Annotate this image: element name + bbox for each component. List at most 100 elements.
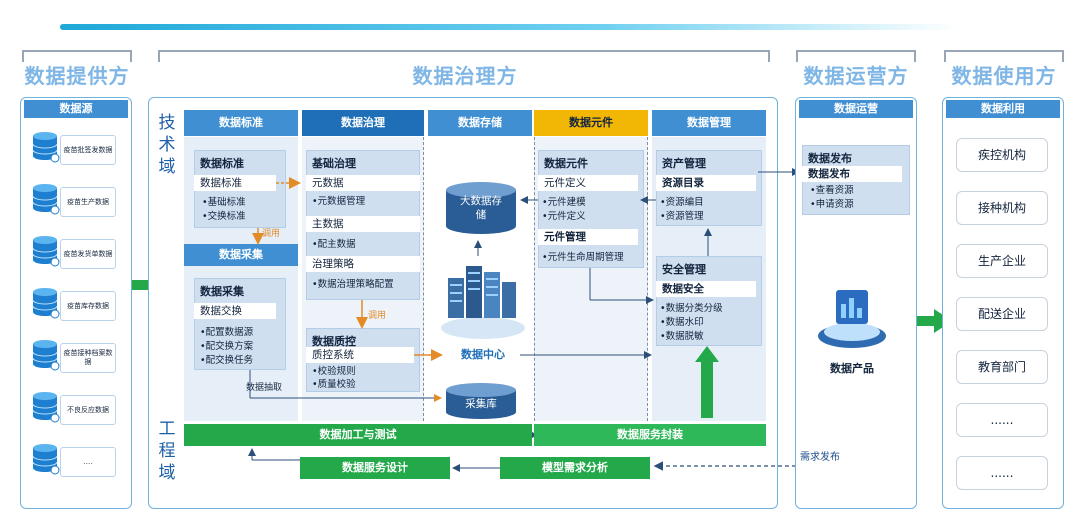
source-label: .... [60, 447, 116, 477]
element-card [538, 150, 644, 268]
datacenter-label: 数据中心 [461, 348, 505, 361]
user-item: 生产企业 [956, 244, 1048, 278]
bigdata-label: 大数据存储 [460, 195, 502, 221]
database-icon [32, 392, 60, 423]
source-item: 疫苗生产数据 [30, 182, 118, 217]
provider-header: 数据源 [24, 100, 128, 118]
element-def: 元件定义 [538, 175, 638, 191]
govern-policy-item: •数据治理策略配置 [312, 279, 394, 290]
asset-title: 资产管理 [662, 157, 706, 170]
source-item: 疫苗批签发数据 [30, 130, 118, 165]
operation-to-user-arrow [894, 309, 952, 333]
element-mgmt: 元件管理 [538, 229, 638, 245]
source-label: 疫苗发货单数据 [60, 239, 116, 269]
publish-item-0: •查看资源 [810, 185, 854, 196]
col-standard-header: 数据标准 [184, 110, 298, 136]
eng-domain-label: 工程域 [158, 419, 176, 483]
govern-title: 基础治理 [312, 157, 356, 170]
collect-header: 数据采集 [184, 244, 298, 266]
source-label: 疫苗库存数据 [60, 291, 116, 321]
publish-title: 数据发布 [808, 152, 852, 165]
govern-policy: 治理策略 [306, 256, 420, 272]
source-item: 疫苗库存数据 [30, 286, 118, 321]
user-item: ...... [956, 403, 1048, 437]
publish-item-1: •申请资源 [810, 199, 854, 210]
collect-db-label: 采集库 [465, 398, 497, 410]
col-management-header: 数据管理 [652, 110, 766, 136]
standard-item-0: •基础标准 [202, 197, 246, 208]
col-governance-header: 数据治理 [302, 110, 424, 136]
user-item: 疾控机构 [956, 138, 1048, 172]
security-item-0: •数据分类分级 [660, 303, 723, 314]
database-icon [32, 444, 60, 475]
collect-sub: 数据交换 [194, 303, 276, 319]
col-element-header: 数据元件 [534, 110, 648, 136]
data-product-label: 数据产品 [830, 362, 874, 375]
standard-item-1: •交换标准 [202, 211, 246, 222]
source-item: 不良反应数据 [30, 390, 118, 425]
user-item: 接种机构 [956, 191, 1048, 225]
process-test-bar: 数据加工与测试 [184, 424, 532, 446]
catalog-item-1: •资源管理 [660, 211, 704, 222]
tech-domain-label: 技术域 [158, 113, 176, 177]
security-item-2: •数据脱敏 [660, 331, 704, 342]
qc-item-0: •校验规则 [312, 366, 356, 377]
standard-sub: 数据标准 [194, 175, 276, 191]
govern-master-item: •配主数据 [312, 239, 356, 250]
operation-title: 数据运营方 [803, 64, 909, 88]
top-decor-line [60, 24, 960, 30]
user-item: 教育部门 [956, 350, 1048, 384]
source-label: 疫苗批签发数据 [60, 135, 116, 165]
standard-card-title: 数据标准 [200, 157, 244, 170]
user-bracket [944, 50, 1064, 62]
governance-title: 数据治理方 [380, 60, 550, 89]
database-icon [32, 288, 60, 319]
qc-title: 数据质控 [312, 335, 356, 348]
source-item: 疫苗发货单数据 [30, 234, 118, 269]
datacenter-servers-icon [441, 266, 525, 339]
service-design-bar: 数据服务设计 [300, 457, 450, 479]
source-label: 疫苗接种档案数据 [60, 343, 116, 373]
govern-meta: 元数据 [306, 175, 420, 191]
qc-sub: 质控系统 [306, 347, 414, 363]
user-item: ...... [956, 456, 1048, 490]
collect-card-title: 数据采集 [200, 285, 244, 298]
govern-call-label: 调用 [368, 311, 387, 321]
asset-catalog: 资源目录 [656, 175, 756, 191]
extract-label: 数据抽取 [246, 383, 283, 393]
element-def-item-0: •元件建模 [542, 197, 586, 208]
element-title: 数据元件 [544, 157, 588, 170]
provider-bracket [22, 50, 132, 62]
user-header: 数据利用 [946, 100, 1060, 118]
database-icon [32, 340, 60, 371]
operation-bracket [796, 50, 916, 62]
security-card [656, 256, 762, 346]
govern-meta-item: •元数据管理 [312, 196, 366, 207]
publish-sub: 数据发布 [802, 166, 902, 182]
demand-publish-label: 需求发布 [800, 452, 840, 463]
collect-item-0: •配置数据源 [200, 327, 254, 338]
source-item: 疫苗接种档案数据 [30, 338, 118, 373]
security-title: 安全管理 [662, 263, 706, 276]
user-title: 数据使用方 [951, 64, 1057, 88]
provider-title: 数据提供方 [24, 64, 130, 88]
collect-card [194, 278, 286, 370]
source-item: .... [30, 442, 118, 477]
operation-header: 数据运营 [799, 100, 913, 118]
element-def-item-1: •元件定义 [542, 211, 586, 222]
security-item-1: •数据水印 [660, 317, 704, 328]
col-storage-header: 数据存储 [428, 110, 532, 136]
collect-item-1: •配交换方案 [200, 341, 254, 352]
catalog-item-0: •资源编目 [660, 197, 704, 208]
standard-call-label: 调用 [262, 229, 281, 239]
collect-db-cylinder [446, 383, 516, 419]
database-icon [32, 236, 60, 267]
qc-item-1: •质量校验 [312, 379, 356, 390]
source-label: 不良反应数据 [60, 395, 116, 425]
model-analysis-bar: 模型需求分析 [500, 457, 650, 479]
govern-master: 主数据 [306, 216, 420, 232]
security-datasec: 数据安全 [656, 281, 756, 297]
governance-bracket [158, 50, 770, 62]
collect-item-2: •配交换任务 [200, 355, 254, 366]
database-icon [32, 132, 60, 163]
